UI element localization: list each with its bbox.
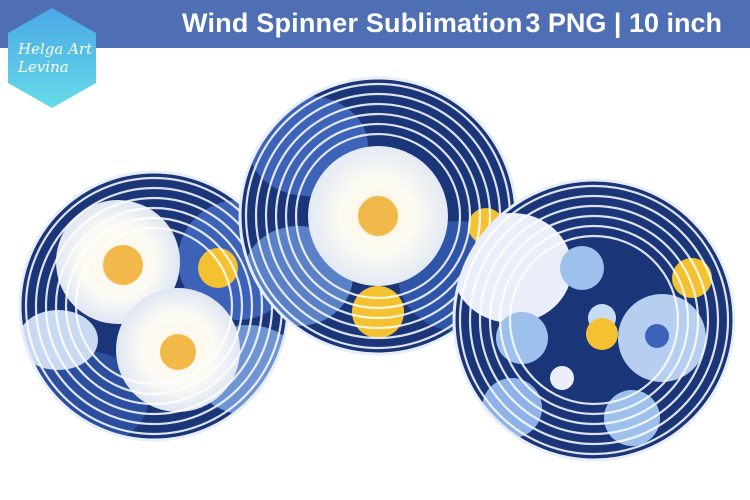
middle-spinner <box>238 76 518 356</box>
title-banner: Wind Spinner Sublimation 3 PNG | 10 inch <box>0 0 750 48</box>
brand-logo: Helga Art Levina <box>6 6 98 110</box>
left-spinner <box>18 170 290 442</box>
hexagon-logo-icon <box>8 8 96 108</box>
banner-title: Wind Spinner Sublimation <box>182 8 523 38</box>
logo-line-1: Helga Art <box>18 40 93 58</box>
right-spinner <box>452 178 736 462</box>
wind-spinner-left-image <box>18 170 290 442</box>
wind-spinner-right-image <box>452 178 736 462</box>
banner-spec: 3 PNG | 10 inch <box>525 8 722 38</box>
wind-spinner-middle-image <box>238 76 518 356</box>
logo-line-2: Levina <box>18 58 69 76</box>
logo-text: Helga Art Levina <box>14 40 98 76</box>
